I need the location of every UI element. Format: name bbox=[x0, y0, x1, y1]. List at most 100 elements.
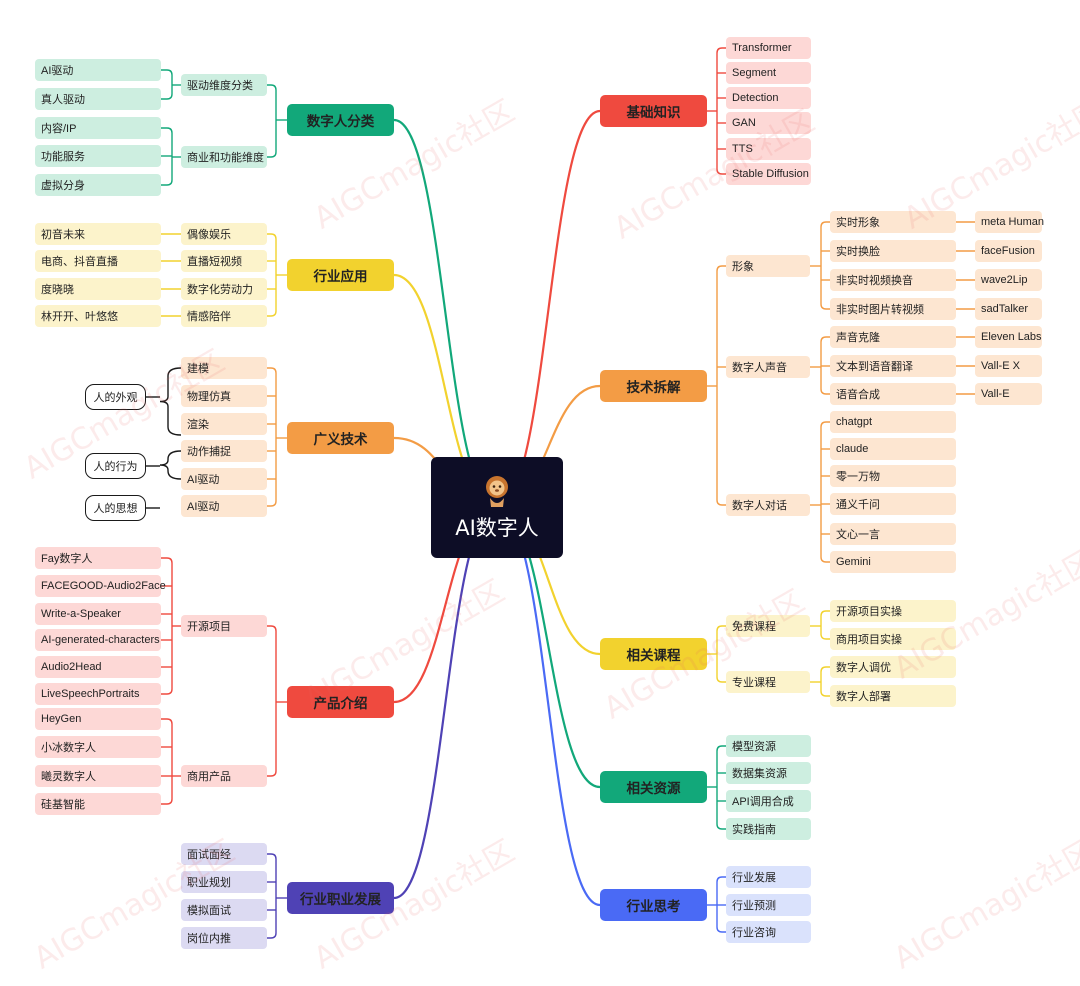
connector-line bbox=[716, 823, 726, 830]
leaf-node[interactable]: 功能服务 bbox=[35, 145, 161, 167]
subtopic-3[interactable]: 动作捕捉 bbox=[181, 440, 267, 462]
leaf-node[interactable]: 实践指南 bbox=[726, 818, 811, 840]
leaf-node[interactable]: 真人驱动 bbox=[35, 88, 161, 110]
leaf-node[interactable]: Audio2Head bbox=[35, 656, 161, 678]
leaf-node[interactable]: 声音克隆 bbox=[830, 326, 956, 348]
leaf-node[interactable]: Fay数字人 bbox=[35, 547, 161, 569]
leaf-node[interactable]: 零一万物 bbox=[830, 465, 956, 487]
subtopic-0[interactable]: 偶像娱乐 bbox=[181, 223, 267, 245]
leaf-node[interactable]: 数据集资源 bbox=[726, 762, 811, 784]
leaf-node[interactable]: 实时形象 bbox=[830, 211, 956, 233]
subtopic-0[interactable]: 形象 bbox=[726, 255, 810, 277]
central-topic[interactable]: AI数字人 bbox=[431, 457, 563, 558]
topic-hangye-zhiye[interactable]: 行业职业发展 bbox=[287, 882, 394, 914]
subtopic-1[interactable]: 直播短视频 bbox=[181, 250, 267, 272]
connector-line bbox=[161, 557, 173, 564]
leaf-tool[interactable]: Vall-E bbox=[975, 383, 1042, 405]
topic-jishu-chaijie[interactable]: 技术拆解 bbox=[600, 370, 707, 402]
leaf-node[interactable]: 文心一言 bbox=[830, 523, 956, 545]
connector-line bbox=[820, 633, 830, 640]
topic-hangye-sikao[interactable]: 行业思考 bbox=[600, 889, 707, 921]
subtopic-1[interactable]: 职业规划 bbox=[181, 871, 267, 893]
topic-shuziren-fenlei[interactable]: 数字人分类 bbox=[287, 104, 394, 136]
leaf-node[interactable]: Segment bbox=[726, 62, 811, 84]
leaf-tool[interactable]: Eleven Labs bbox=[975, 326, 1042, 348]
subtopic-2[interactable]: 模拟面试 bbox=[181, 899, 267, 921]
leaf-node[interactable]: 数字人调优 bbox=[830, 656, 956, 678]
leaf-node[interactable]: 非实时视频换音 bbox=[830, 269, 956, 291]
subtopic-1[interactable]: 商业和功能维度 bbox=[181, 146, 267, 168]
subtopic-4[interactable]: AI驱动 bbox=[181, 468, 267, 490]
topic-xiangguan-ziyuan[interactable]: 相关资源 bbox=[600, 771, 707, 803]
leaf-node[interactable]: GAN bbox=[726, 112, 811, 134]
connector-line bbox=[267, 233, 277, 240]
leaf-node[interactable]: API调用合成 bbox=[726, 790, 811, 812]
connector-line bbox=[159, 367, 182, 436]
leaf-node[interactable]: 开源项目实操 bbox=[830, 600, 956, 622]
leaf-node[interactable]: 文本到语音翻译 bbox=[830, 355, 956, 377]
leaf-tool[interactable]: faceFusion bbox=[975, 240, 1042, 262]
leaf-tool[interactable]: meta Human bbox=[975, 211, 1044, 233]
subtopic-3[interactable]: 情感陪伴 bbox=[181, 305, 267, 327]
leaf-node[interactable]: HeyGen bbox=[35, 708, 161, 730]
topic-chanpin-jieshao[interactable]: 产品介绍 bbox=[287, 686, 394, 718]
subtopic-0[interactable]: 免费课程 bbox=[726, 615, 810, 637]
topic-xiangguan-kecheng[interactable]: 相关课程 bbox=[600, 638, 707, 670]
leaf-node[interactable]: 通义千问 bbox=[830, 493, 956, 515]
leaf-node[interactable]: Transformer bbox=[726, 37, 811, 59]
subtopic-0[interactable]: 建模 bbox=[181, 357, 267, 379]
leaf-node[interactable]: Detection bbox=[726, 87, 811, 109]
leaf-node[interactable]: LiveSpeechPortraits bbox=[35, 683, 161, 705]
connector-line bbox=[716, 926, 726, 933]
subtopic-0[interactable]: 面试面经 bbox=[181, 843, 267, 865]
leaf-node[interactable]: 初音未来 bbox=[35, 223, 161, 245]
leaf-node[interactable]: 度晓晓 bbox=[35, 278, 161, 300]
leaf-node[interactable]: 虚拟分身 bbox=[35, 174, 161, 196]
leaf-tool[interactable]: sadTalker bbox=[975, 298, 1042, 320]
leaf-node[interactable]: Write-a-Speaker bbox=[35, 603, 161, 625]
leaf-node[interactable]: 小冰数字人 bbox=[35, 736, 161, 758]
leaf-node[interactable]: 内容/IP bbox=[35, 117, 161, 139]
leaf-node[interactable]: 实时换脸 bbox=[830, 240, 956, 262]
subtopic-1[interactable]: 商用产品 bbox=[181, 765, 267, 787]
subtopic-2[interactable]: 数字人对话 bbox=[726, 494, 810, 516]
leaf-node[interactable]: Stable Diffusion bbox=[726, 163, 811, 185]
leaf-node[interactable]: 语音合成 bbox=[830, 383, 956, 405]
subtopic-1[interactable]: 专业课程 bbox=[726, 671, 810, 693]
leaf-tool[interactable]: wave2Lip bbox=[975, 269, 1042, 291]
leaf-node[interactable]: 商用项目实操 bbox=[830, 628, 956, 650]
subtopic-1[interactable]: 数字人声音 bbox=[726, 356, 810, 378]
subtopic-3[interactable]: 岗位内推 bbox=[181, 927, 267, 949]
leaf-node[interactable]: 林开开、叶悠悠 bbox=[35, 305, 161, 327]
group-label-1[interactable]: 人的行为 bbox=[85, 453, 146, 479]
leaf-node[interactable]: 行业咨询 bbox=[726, 921, 811, 943]
leaf-node[interactable]: AI驱动 bbox=[35, 59, 161, 81]
leaf-node[interactable]: 数字人部署 bbox=[830, 685, 956, 707]
leaf-node[interactable]: 模型资源 bbox=[726, 735, 811, 757]
leaf-node[interactable]: 行业发展 bbox=[726, 866, 811, 888]
group-label-0[interactable]: 人的外观 bbox=[85, 384, 146, 410]
leaf-node[interactable]: chatgpt bbox=[830, 411, 956, 433]
leaf-node[interactable]: 非实时图片转视频 bbox=[830, 298, 956, 320]
leaf-node[interactable]: 电商、抖音直播 bbox=[35, 250, 161, 272]
leaf-node[interactable]: 行业预测 bbox=[726, 894, 811, 916]
topic-guangyi-jishu[interactable]: 广义技术 bbox=[287, 422, 394, 454]
leaf-node[interactable]: FACEGOOD-Audio2Face bbox=[35, 575, 166, 597]
subtopic-0[interactable]: 开源项目 bbox=[181, 615, 267, 637]
leaf-node[interactable]: 曦灵数字人 bbox=[35, 765, 161, 787]
leaf-node[interactable]: claude bbox=[830, 438, 956, 460]
subtopic-5[interactable]: AI驱动 bbox=[181, 495, 267, 517]
leaf-tool[interactable]: Vall-E X bbox=[975, 355, 1042, 377]
connector-line bbox=[267, 625, 277, 632]
topic-jichu-zhishi[interactable]: 基础知识 bbox=[600, 95, 707, 127]
topic-hangye-yingyong[interactable]: 行业应用 bbox=[287, 259, 394, 291]
leaf-node[interactable]: TTS bbox=[726, 138, 811, 160]
group-label-2[interactable]: 人的思想 bbox=[85, 495, 146, 521]
subtopic-0[interactable]: 驱动维度分类 bbox=[181, 74, 267, 96]
leaf-node[interactable]: Gemini bbox=[830, 551, 956, 573]
subtopic-2[interactable]: 渲染 bbox=[181, 413, 267, 435]
subtopic-2[interactable]: 数字化劳动力 bbox=[181, 278, 267, 300]
leaf-node[interactable]: 硅基智能 bbox=[35, 793, 161, 815]
subtopic-1[interactable]: 物理仿真 bbox=[181, 385, 267, 407]
leaf-node[interactable]: AI-generated-characters bbox=[35, 629, 161, 651]
